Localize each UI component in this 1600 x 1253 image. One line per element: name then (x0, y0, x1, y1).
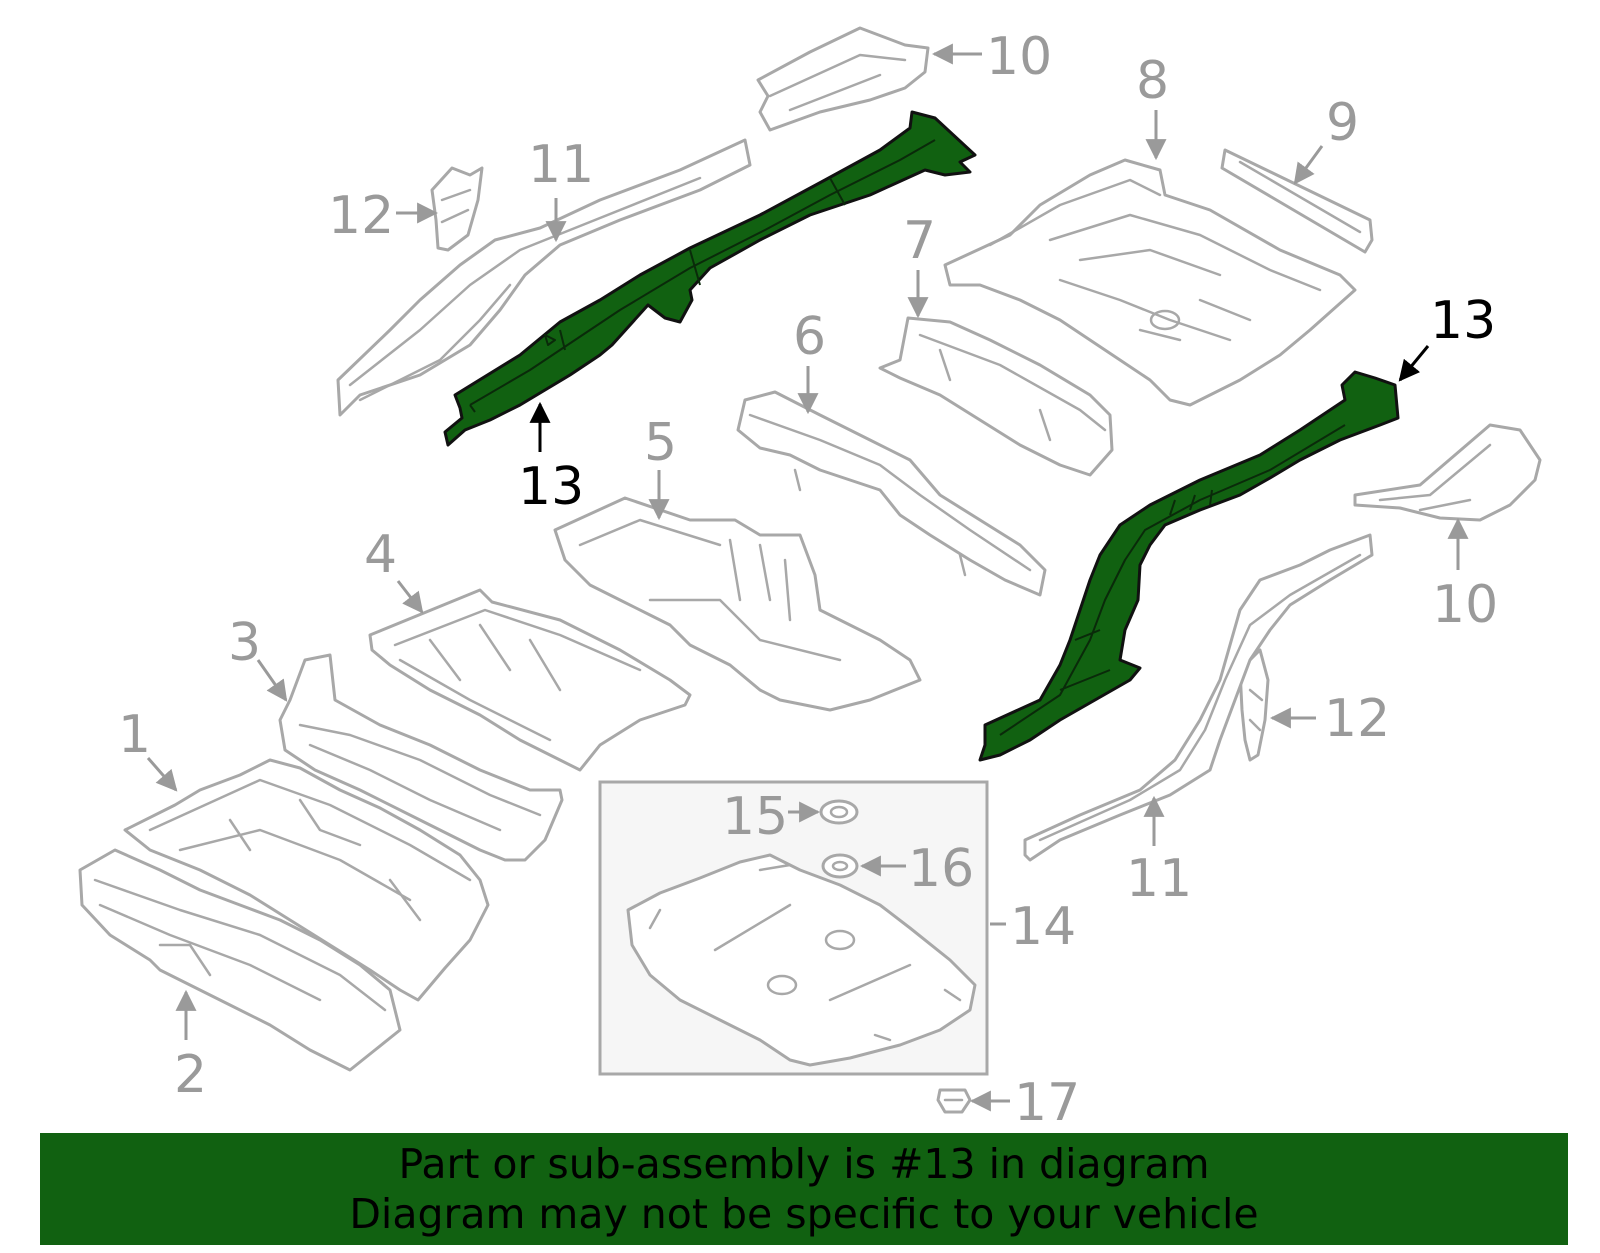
banner-line-disclaimer: Diagram may not be specific to your vehi… (349, 1190, 1259, 1238)
part-13-left-highlighted (443, 110, 977, 447)
callout-14: 14 (1010, 897, 1076, 957)
callout-13-left: 13 (518, 457, 584, 517)
callout-8: 8 (1136, 51, 1169, 111)
callout-7: 7 (903, 211, 936, 271)
callout-9: 9 (1326, 93, 1359, 153)
callout-16: 16 (908, 839, 974, 899)
part-12-left (430, 166, 484, 252)
info-banner: Part or sub-assembly is #13 in diagram D… (40, 1133, 1568, 1245)
part-17-nut (936, 1088, 972, 1114)
banner-line-part-number: Part or sub-assembly is #13 in diagram (398, 1140, 1210, 1188)
callout-11-left: 11 (528, 135, 594, 195)
part-10-right (1353, 423, 1542, 522)
part-8-floor-pan (943, 158, 1357, 407)
part-11-left (336, 138, 752, 417)
inset-box-14 (598, 780, 989, 1076)
callout-12-left: 12 (328, 186, 394, 246)
part-2-front-floor-rail (78, 848, 402, 1072)
part-16-washer (821, 853, 859, 879)
part-9-strip (1220, 148, 1374, 254)
callout-13-right: 13 (1430, 291, 1496, 351)
callout-10-top: 10 (986, 27, 1052, 87)
callout-5: 5 (644, 413, 677, 473)
part-13-right-highlighted (978, 370, 1400, 762)
part-10-top (756, 26, 930, 132)
callout-4: 4 (364, 525, 397, 585)
callout-2: 2 (174, 1045, 207, 1105)
callout-3: 3 (228, 613, 261, 673)
callout-17: 17 (1014, 1073, 1080, 1133)
part-3-crossmember (278, 653, 564, 862)
callout-6: 6 (793, 307, 826, 367)
callout-1: 1 (118, 705, 151, 765)
part-11-right (1023, 533, 1374, 862)
part-15-washer (819, 799, 859, 825)
callout-10-right: 10 (1432, 575, 1498, 635)
part-7-crossmember (878, 316, 1114, 477)
callout-15: 15 (722, 787, 788, 847)
part-5-panel (553, 496, 922, 712)
part-6-crossmember (736, 390, 1047, 597)
callout-12-right: 12 (1324, 689, 1390, 749)
part-1-front-floor (123, 758, 490, 1002)
part-4-panel (368, 588, 692, 772)
part-12-right (1238, 648, 1270, 762)
callout-11-right: 11 (1126, 849, 1192, 909)
